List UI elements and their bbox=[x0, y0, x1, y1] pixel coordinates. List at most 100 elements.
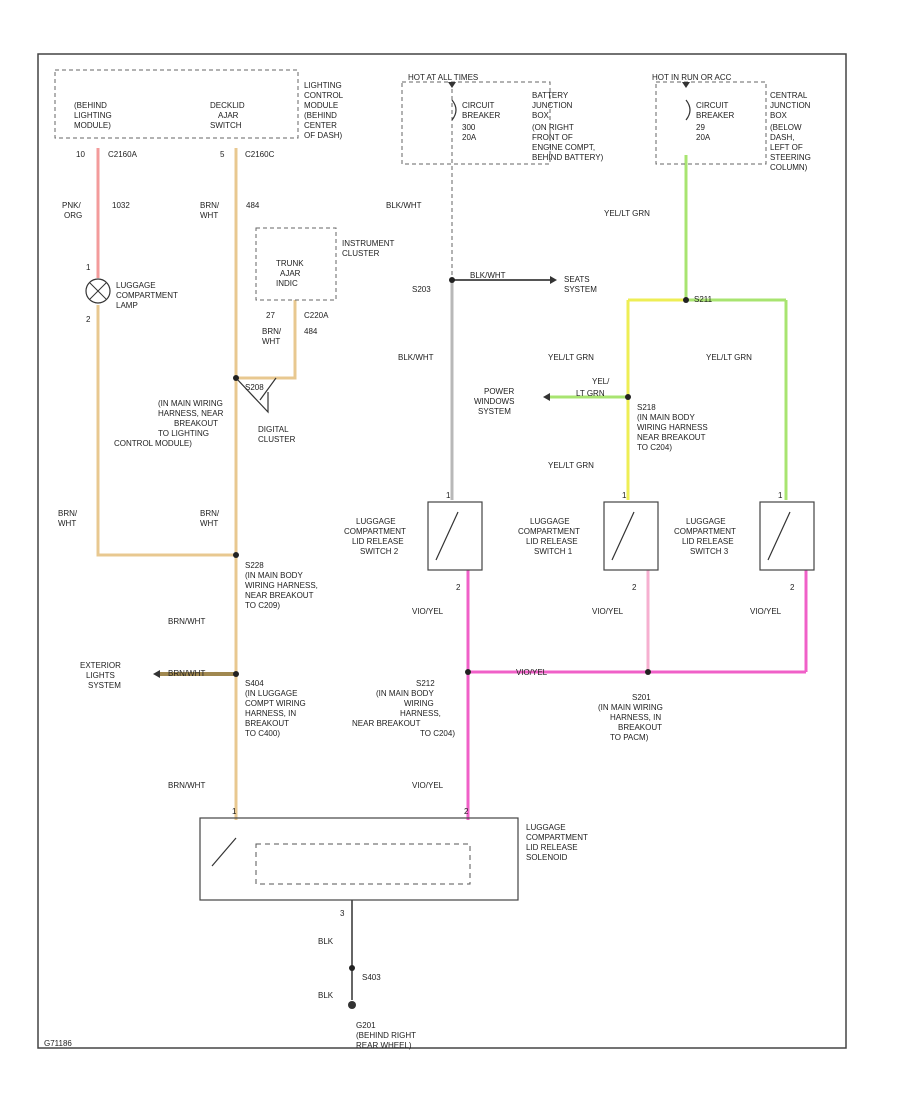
power-windows-arrow bbox=[543, 393, 550, 401]
svg-text:2: 2 bbox=[790, 583, 795, 592]
svg-text:S404: S404 bbox=[245, 679, 264, 688]
svg-text:(IN MAIN BODY: (IN MAIN BODY bbox=[376, 689, 434, 698]
lamp-symbol bbox=[85, 278, 111, 304]
svg-text:EXTERIOR: EXTERIOR bbox=[80, 661, 121, 670]
svg-text:1: 1 bbox=[86, 263, 91, 272]
splice-s201-dot bbox=[645, 669, 651, 675]
svg-text:LID RELEASE: LID RELEASE bbox=[682, 537, 734, 546]
switch-2-label: LUGGAGE COMPARTMENT LID RELEASE SWITCH 2… bbox=[344, 491, 461, 592]
solenoid-pin-3: 3 bbox=[340, 909, 345, 918]
decklid-switch-label: DECKLID AJAR SWITCH bbox=[210, 101, 245, 130]
splice-s203-dot bbox=[449, 277, 455, 283]
svg-text:20A: 20A bbox=[462, 133, 477, 142]
svg-text:BOX: BOX bbox=[532, 111, 550, 120]
splice-s211-dot bbox=[683, 297, 689, 303]
svg-text:LUGGAGE: LUGGAGE bbox=[356, 517, 396, 526]
svg-text:HARNESS,: HARNESS, bbox=[400, 709, 441, 718]
central-junction-label: CENTRAL JUNCTION BOX (BELOW DASH, LEFT O… bbox=[770, 91, 811, 172]
svg-text:BATTERY: BATTERY bbox=[532, 91, 569, 100]
svg-text:SYSTEM: SYSTEM bbox=[564, 285, 597, 294]
power-windows-label: POWER WINDOWS SYSTEM bbox=[474, 387, 514, 416]
splice-s208-dot bbox=[233, 375, 239, 381]
svg-text:1: 1 bbox=[622, 491, 627, 500]
svg-text:WHT: WHT bbox=[200, 211, 218, 220]
svg-text:WHT: WHT bbox=[58, 519, 76, 528]
svg-text:LID RELEASE: LID RELEASE bbox=[526, 843, 578, 852]
svg-text:SWITCH 1: SWITCH 1 bbox=[534, 547, 573, 556]
svg-text:300: 300 bbox=[462, 123, 476, 132]
svg-text:SWITCH 2: SWITCH 2 bbox=[360, 547, 399, 556]
switch-2-box bbox=[427, 501, 483, 571]
svg-text:LID RELEASE: LID RELEASE bbox=[526, 537, 578, 546]
wire-lamp-return bbox=[96, 305, 236, 557]
svg-text:NEAR BREAKOUT: NEAR BREAKOUT bbox=[352, 719, 421, 728]
svg-text:TO C204): TO C204) bbox=[420, 729, 455, 738]
svg-text:TO C400): TO C400) bbox=[245, 729, 280, 738]
svg-text:29: 29 bbox=[696, 123, 705, 132]
connector-c2160a: C2160A bbox=[108, 150, 138, 159]
svg-text:LID RELEASE: LID RELEASE bbox=[352, 537, 404, 546]
wire-label-brn-wht-3: BRN/ WHT bbox=[58, 509, 78, 528]
splice-s228-dot bbox=[233, 552, 239, 558]
svg-text:DECKLID: DECKLID bbox=[210, 101, 245, 110]
wire-label-blk-wht-2: BLK/WHT bbox=[470, 271, 506, 280]
wire-label-brn-wht-4: BRN/ WHT bbox=[200, 509, 220, 528]
svg-text:SEATS: SEATS bbox=[564, 275, 590, 284]
svg-text:INSTRUMENT: INSTRUMENT bbox=[342, 239, 395, 248]
svg-text:YEL/: YEL/ bbox=[592, 377, 610, 386]
svg-text:MODULE): MODULE) bbox=[74, 121, 111, 130]
splice-s211-label: S211 bbox=[694, 295, 713, 304]
hot-at-all-times-heading: HOT AT ALL TIMES bbox=[408, 73, 478, 82]
svg-text:CLUSTER: CLUSTER bbox=[258, 435, 296, 444]
svg-text:LIGHTING: LIGHTING bbox=[74, 111, 112, 120]
switch-2-contact bbox=[435, 511, 459, 561]
svg-text:BREAKOUT: BREAKOUT bbox=[618, 723, 662, 732]
svg-text:PNK/: PNK/ bbox=[62, 201, 81, 210]
splice-s403-dot bbox=[349, 965, 355, 971]
svg-text:COMPARTMENT: COMPARTMENT bbox=[344, 527, 406, 536]
breaker-29-label: CIRCUIT BREAKER 29 20A bbox=[696, 101, 734, 142]
battery-junction-box bbox=[401, 81, 551, 165]
wire-label-brn-wht-7: BRN/WHT bbox=[168, 781, 205, 790]
wire-label-brn-wht-1: BRN/ WHT 484 bbox=[200, 201, 260, 220]
ground-label: G201 (BEHIND RIGHT REAR WHEEL) bbox=[356, 1021, 416, 1050]
svg-text:LUGGAGE: LUGGAGE bbox=[530, 517, 570, 526]
svg-text:JUNCTION: JUNCTION bbox=[532, 101, 573, 110]
svg-text:TO C209): TO C209) bbox=[245, 601, 280, 610]
battery-junction-label: BATTERY JUNCTION BOX (ON RIGHT FRONT OF … bbox=[532, 91, 604, 162]
splice-s212-dot bbox=[465, 669, 471, 675]
central-junction-box bbox=[655, 81, 767, 165]
wire-label-yel-lt-grn-1: YEL/LT GRN bbox=[604, 209, 650, 218]
svg-text:AJAR: AJAR bbox=[280, 269, 301, 278]
svg-text:WIRING HARNESS,: WIRING HARNESS, bbox=[245, 581, 318, 590]
svg-text:20A: 20A bbox=[696, 133, 711, 142]
wire-layer bbox=[96, 148, 808, 820]
svg-text:SYSTEM: SYSTEM bbox=[478, 407, 511, 416]
svg-text:LUGGAGE: LUGGAGE bbox=[116, 281, 156, 290]
solenoid-label: LUGGAGE COMPARTMENT LID RELEASE SOLENOID bbox=[526, 823, 588, 862]
splice-s218-label: S218 (IN MAIN BODY WIRING HARNESS NEAR B… bbox=[637, 403, 708, 452]
exterior-lights-arrow bbox=[153, 670, 160, 678]
svg-text:CONTROL MODULE): CONTROL MODULE) bbox=[114, 439, 192, 448]
svg-text:STEERING: STEERING bbox=[770, 153, 811, 162]
svg-text:BREAKOUT: BREAKOUT bbox=[174, 419, 218, 428]
digital-cluster-lead bbox=[235, 377, 269, 414]
svg-text:TO C204): TO C204) bbox=[637, 443, 672, 452]
svg-text:S208: S208 bbox=[245, 383, 264, 392]
svg-text:S218: S218 bbox=[637, 403, 656, 412]
wire-label-vio-yel-5: VIO/YEL bbox=[412, 781, 444, 790]
wire-label-blk-1: BLK bbox=[318, 937, 334, 946]
breaker-300-symbol bbox=[451, 99, 457, 121]
svg-text:SOLENOID: SOLENOID bbox=[526, 853, 568, 862]
svg-text:BREAKOUT: BREAKOUT bbox=[245, 719, 289, 728]
wire-label-yel-lt-grn-3: YEL/LT GRN bbox=[706, 353, 752, 362]
svg-text:2: 2 bbox=[86, 315, 91, 324]
hot-in-run-arrow bbox=[682, 82, 690, 88]
svg-text:(BEHIND: (BEHIND bbox=[74, 101, 107, 110]
svg-text:COMPARTMENT: COMPARTMENT bbox=[674, 527, 736, 536]
svg-text:(IN LUGGAGE: (IN LUGGAGE bbox=[245, 689, 297, 698]
svg-text:DASH,: DASH, bbox=[770, 133, 794, 142]
splice-s228-label: S228 (IN MAIN BODY WIRING HARNESS, NEAR … bbox=[245, 561, 318, 610]
lamp-filament-b bbox=[89, 282, 107, 300]
cluster-switch bbox=[259, 377, 277, 401]
